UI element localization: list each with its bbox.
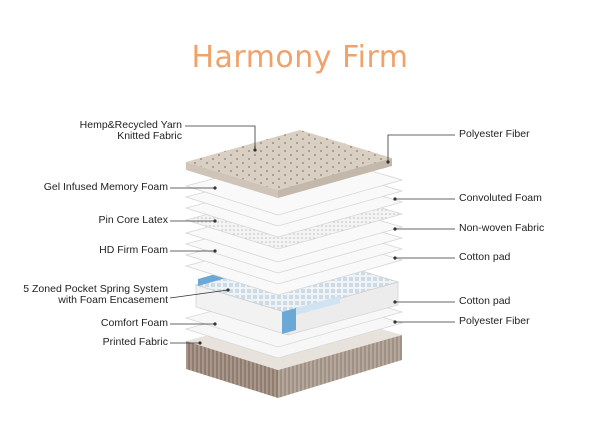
leader-dots-right <box>386 160 397 324</box>
upper-sheets <box>184 152 404 296</box>
label-printed-fabric: Printed Fabric <box>102 336 168 348</box>
label-hd-firm-foam: HD Firm Foam <box>99 244 168 256</box>
label-convoluted-foam: Convoluted Foam <box>459 192 542 204</box>
leader-lines-right <box>387 134 455 323</box>
leader-lines-left <box>169 125 256 344</box>
layer-top-fabric <box>186 130 392 198</box>
label-comfort-foam: Comfort Foam <box>100 317 168 329</box>
label-cotton-pad-lower: Cotton pad <box>459 295 511 307</box>
label-pin-core-latex: Pin Core Latex <box>98 214 168 226</box>
label-cotton-pad-upper: Cotton pad <box>459 251 511 263</box>
label-polyester-fiber-top: Polyester Fiber <box>459 128 530 140</box>
label-hemp-fabric: Hemp&Recycled Yarn Knitted Fabric <box>79 119 182 142</box>
label-gel-memory-foam: Gel Infused Memory Foam <box>43 181 168 193</box>
diagram-title: Harmony Firm <box>191 40 409 75</box>
label-pocket-spring: 5 Zoned Pocket Spring System with Foam E… <box>23 283 168 306</box>
label-non-woven-fabric: Non-woven Fabric <box>459 222 545 234</box>
label-polyester-fiber-bottom: Polyester Fiber <box>459 315 530 327</box>
leader-dots-left <box>198 148 257 345</box>
